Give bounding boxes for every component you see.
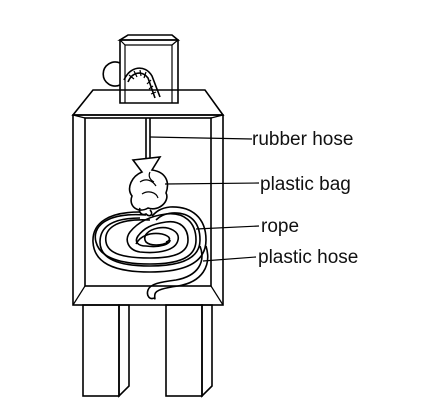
body-box: [71, 89, 225, 306]
legs: [82, 304, 213, 398]
leader-lines: [149, 136, 260, 262]
head-box: [102, 34, 181, 104]
label-rubber-hose: rubber hose: [252, 129, 354, 150]
plastic-hose: [92, 206, 209, 300]
plastic-bag: [128, 156, 169, 217]
label-plastic-hose: plastic hose: [258, 247, 359, 268]
rope-coil: [94, 213, 197, 265]
rubber-hose-coil: [123, 67, 161, 99]
label-rope: rope: [261, 216, 300, 237]
rubber-hose-tube: [145, 118, 151, 158]
label-plastic-bag: plastic bag: [260, 174, 351, 195]
